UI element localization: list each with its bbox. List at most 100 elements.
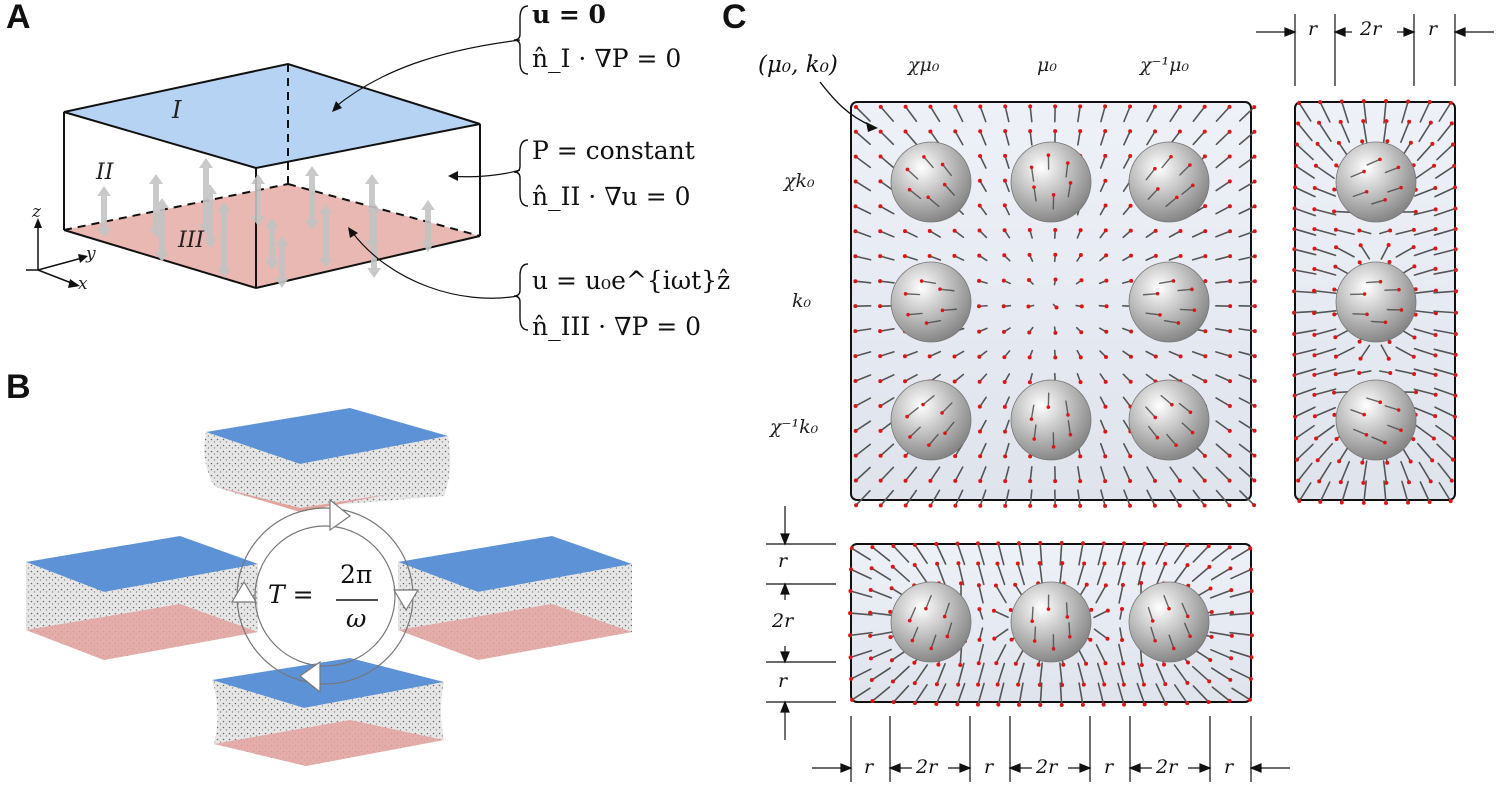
field-arrow-tip (927, 354, 932, 359)
field-arrow-tip (1142, 541, 1147, 546)
field-arrow-tip (994, 661, 999, 666)
field-arrow (1238, 328, 1256, 332)
field-arrow (1238, 180, 1256, 192)
slab-right (398, 536, 632, 660)
field-arrow (1313, 187, 1337, 197)
field-arrow-tip (1003, 129, 1008, 134)
field-arrow-tip (1060, 561, 1065, 566)
field-arrow (1413, 328, 1437, 336)
field-arrow (941, 402, 953, 414)
field-arrow-tip (1121, 661, 1126, 666)
field-arrow-tip (1413, 390, 1418, 395)
field-arrow-tip (1228, 279, 1233, 284)
field-arrow (1352, 313, 1368, 316)
field-arrow (1371, 436, 1386, 444)
field-arrow-tip (1202, 478, 1207, 483)
field-arrow-tip (1203, 329, 1208, 334)
field-arrow (1419, 101, 1431, 123)
field-arrow (1191, 566, 1211, 582)
field-arrow (977, 643, 985, 665)
field-arrow-tip (903, 104, 908, 109)
field-arrow (1293, 310, 1317, 314)
field-arrow (849, 612, 873, 616)
field-arrow-tip (1128, 129, 1133, 134)
field-arrow-tip (955, 541, 960, 546)
field-arrow-tip (921, 402, 925, 407)
field-arrow (1095, 643, 1107, 665)
field-arrow-tip (953, 503, 958, 508)
field-arrow-tip (1227, 154, 1232, 159)
field-arrow-tip (1433, 227, 1438, 232)
field-arrow-tip (1252, 254, 1257, 259)
field-arrow (1313, 289, 1337, 295)
field-arrow-tip (1002, 355, 1007, 360)
vibration-arrow (305, 166, 319, 230)
field-arrow (1238, 443, 1256, 457)
field-arrow (913, 564, 929, 584)
field-arrow (1191, 374, 1207, 382)
field-arrow (1029, 489, 1033, 507)
field-arrow (1435, 424, 1455, 440)
field-arrow (1191, 665, 1211, 683)
field-arrow (1350, 409, 1365, 416)
field-arrow-tip (1016, 541, 1021, 546)
field-arrow-tip (1433, 186, 1438, 191)
field-arrow (1215, 106, 1231, 122)
field-arrow-tip (1383, 320, 1388, 325)
sphere (1335, 379, 1417, 461)
field-arrow-tip (878, 329, 883, 334)
field-arrow-tip (1361, 99, 1366, 104)
field-arrow (1313, 328, 1337, 336)
field-arrow (1058, 562, 1064, 586)
field-arrow (1039, 682, 1043, 706)
field-arrow (904, 293, 921, 296)
field-arrow-tip (952, 253, 957, 258)
vibration-arrow (203, 184, 217, 248)
field-arrow (922, 395, 935, 406)
field-arrow-tip (1009, 637, 1014, 642)
field-arrow-tip (1453, 352, 1458, 357)
field-arrow (1192, 105, 1206, 123)
field-arrow-tip (1339, 500, 1344, 505)
field-arrow-tip (1053, 252, 1058, 257)
field-arrow (1210, 567, 1232, 581)
field-arrow (904, 489, 918, 507)
field-arrow (1435, 165, 1455, 179)
field-arrow-tip (1203, 279, 1208, 284)
field-arrow (1215, 489, 1231, 507)
field-arrow-tip (928, 104, 933, 109)
field-arrow (1298, 482, 1312, 502)
field-arrow (1383, 100, 1387, 124)
field-arrow (1004, 155, 1010, 169)
field-arrow-tip (953, 478, 958, 483)
field-arrow-tip (1412, 371, 1417, 376)
field-arrow-tip (1292, 352, 1297, 357)
dim-bottom-6: 2r (1156, 756, 1178, 778)
field-arrow (909, 607, 917, 622)
field-arrow (854, 155, 872, 169)
field-arrow-tip (1122, 541, 1127, 546)
field-arrow-tip (938, 287, 942, 291)
field-arrow-tip (1081, 682, 1086, 687)
field-arrow-tip (850, 697, 855, 702)
field-arrow (1238, 280, 1256, 284)
field-arrow-tip (1103, 503, 1108, 508)
field-arrow (854, 180, 872, 192)
field-arrow-tip (1002, 253, 1007, 258)
field-arrow-tip (977, 429, 982, 434)
field-arrow-tip (1252, 179, 1257, 184)
field-arrow-tip (1028, 479, 1033, 484)
field-arrow (1413, 228, 1437, 236)
field-arrow (869, 631, 893, 637)
field-arrow-tip (1084, 661, 1089, 666)
field-arrow-tip (1227, 478, 1232, 483)
field-arrow (1238, 397, 1256, 407)
field-arrow-tip (1068, 181, 1073, 185)
field-arrow-tip (995, 682, 1000, 687)
field-arrow (941, 308, 958, 312)
field-arrow (927, 196, 940, 208)
field-arrow (1117, 682, 1125, 706)
field-arrow (1209, 589, 1233, 599)
field-arrow (1316, 143, 1334, 161)
field-arrow-tip (1078, 252, 1083, 257)
